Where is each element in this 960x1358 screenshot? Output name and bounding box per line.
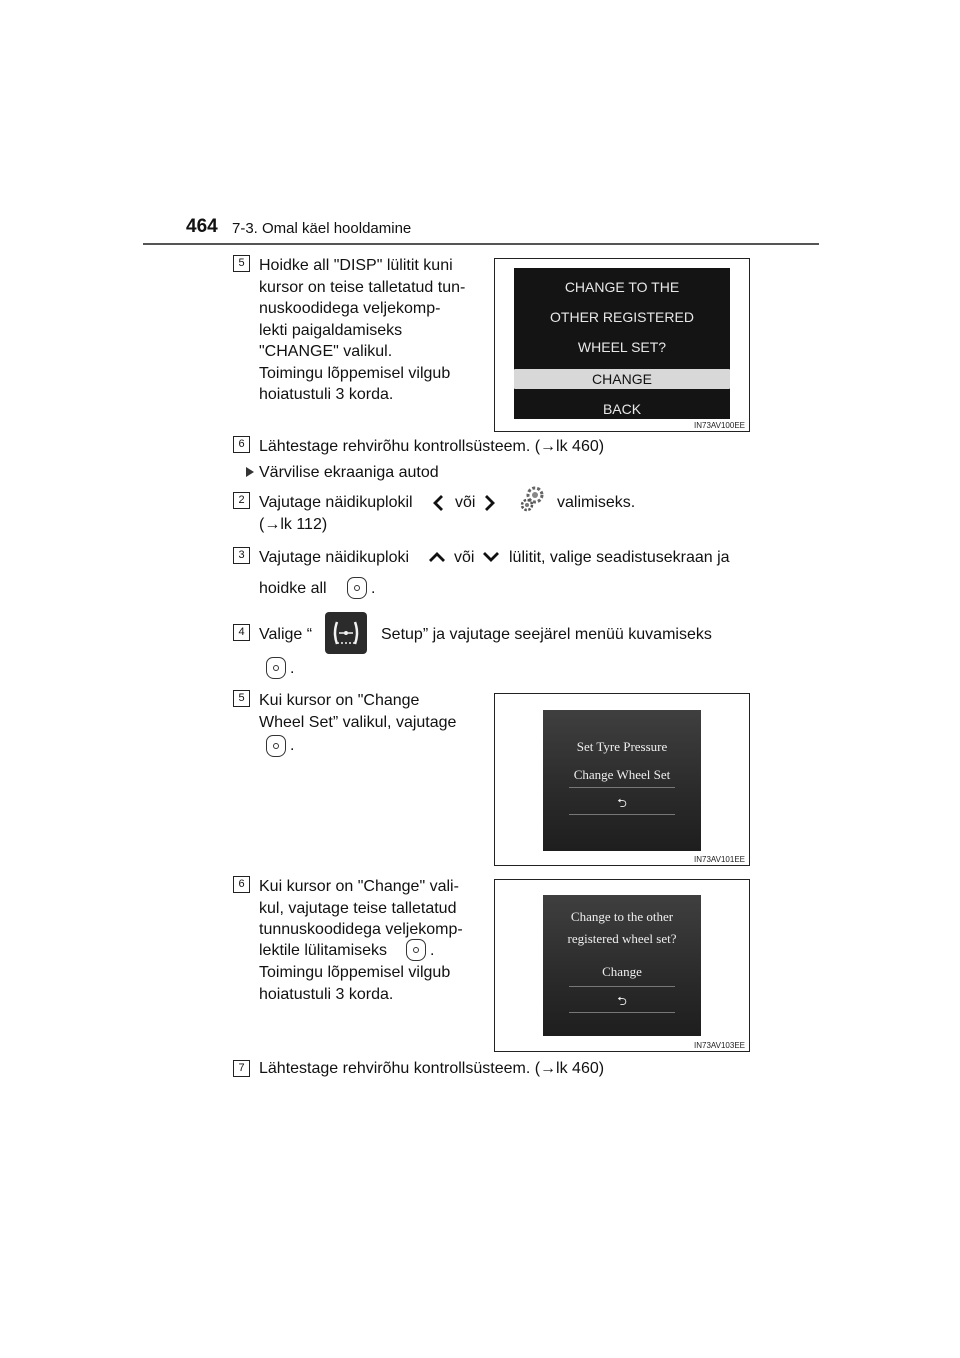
chevron-right-icon xyxy=(485,495,495,511)
dial-button-icon xyxy=(266,657,286,679)
menu-item-set-tyre-pressure: Set Tyre Pressure xyxy=(576,739,668,754)
step-number: 3 xyxy=(233,547,250,564)
display-screen: CHANGE TO THE OTHER REGISTERED WHEEL SET… xyxy=(514,268,730,419)
step-2-ref: (→lk 112) xyxy=(259,516,328,533)
step-3-line2-end: . xyxy=(371,580,376,597)
step-number: 5 xyxy=(233,690,250,707)
step-number: 5 xyxy=(233,255,250,272)
step-5b-end: . xyxy=(290,737,295,754)
screen-line: registered wheel set? xyxy=(567,931,677,946)
dial-button-icon xyxy=(347,577,367,599)
change-option-selected: CHANGE xyxy=(514,369,730,389)
step-6b-line4: lektile lülitamiseks xyxy=(259,942,388,959)
screen-line: OTHER REGISTERED xyxy=(550,309,694,325)
menu-item-change-wheel-set: Change Wheel Set xyxy=(573,767,671,782)
figure-code: IN73AV101EE xyxy=(694,855,745,864)
screen-line: WHEEL SET? xyxy=(577,339,667,355)
display-screen: Change to the other registered wheel set… xyxy=(543,895,701,1036)
dial-button-icon xyxy=(266,735,286,757)
step-5a-text: Hoidke all "DISP" lülitit kuni kursor on… xyxy=(259,257,466,403)
step-6b-text-2: Toimingu lõppemisel vilgub hoiatustuli 3… xyxy=(259,964,451,1003)
change-option: Change xyxy=(602,964,642,979)
step-3-mid: või xyxy=(454,549,475,566)
return-icon: ⮌ xyxy=(617,796,627,810)
step-3-pre: Vajutage näidikuploki xyxy=(259,549,410,566)
step-5b-text: Kui kursor on "Change Wheel Set” valikul… xyxy=(259,692,457,731)
screen-line: CHANGE TO THE xyxy=(564,279,680,295)
section-title: 7-3. Omal käel hooldamine xyxy=(232,220,412,237)
step-number: 6 xyxy=(233,876,250,893)
chevron-left-icon xyxy=(433,495,443,511)
header-divider xyxy=(143,243,819,245)
return-icon: ⮌ xyxy=(617,994,627,1008)
figure-code: IN73AV100EE xyxy=(694,421,745,430)
step-7-text: Lähtestage rehvirõhu kontrollsüsteem. (→… xyxy=(259,1060,605,1077)
step-6b-line4-end: . xyxy=(430,942,435,959)
step-4-post: Setup” ja vajutage seejärel menüü kuvami… xyxy=(381,626,712,643)
step-number: 7 xyxy=(233,1060,250,1077)
bullet-text: Värvilise ekraaniga autod xyxy=(259,464,439,481)
screen-line: Change to the other xyxy=(570,909,674,924)
menu-separator xyxy=(569,814,675,815)
back-option: BACK xyxy=(602,401,642,417)
step-2-post: valimiseks. xyxy=(557,494,636,511)
figure-change-wheel-set-menu: Set Tyre Pressure Change Wheel Set ⮌ IN7… xyxy=(494,693,750,866)
chevron-up-icon xyxy=(429,552,445,562)
tire-pressure-setup-icon xyxy=(325,612,367,654)
menu-separator xyxy=(569,1012,675,1013)
step-6b-text: Kui kursor on "Change" vali- kul, vajuta… xyxy=(259,878,463,938)
menu-separator xyxy=(569,986,675,987)
step-number: 6 xyxy=(233,436,250,453)
figure-change-wheel-set-mono: CHANGE TO THE OTHER REGISTERED WHEEL SET… xyxy=(494,258,750,432)
step-number: 4 xyxy=(233,624,250,641)
step-2-mid: või xyxy=(455,494,476,511)
figure-change-confirm: Change to the other registered wheel set… xyxy=(494,879,750,1052)
step-4-line2: . xyxy=(290,660,295,677)
step-number: 2 xyxy=(233,492,250,509)
step-2-pre: Vajutage näidikuplokil xyxy=(259,494,413,511)
step-3-post: lülitit, valige seadistusekraan ja xyxy=(509,549,730,566)
bullet-arrow-icon xyxy=(246,467,254,477)
gear-icon xyxy=(520,486,544,512)
display-screen: Set Tyre Pressure Change Wheel Set ⮌ xyxy=(543,710,701,851)
step-6a-text: Lähtestage rehvirõhu kontrollsüsteem. (→… xyxy=(259,438,605,455)
figure-code: IN73AV103EE xyxy=(694,1041,745,1050)
dial-button-icon xyxy=(406,939,426,961)
menu-separator xyxy=(569,787,675,788)
chevron-down-icon xyxy=(483,552,499,562)
page-number: 464 xyxy=(186,216,218,237)
step-4-pre: Valige “ xyxy=(259,626,313,643)
step-3-line2: hoidke all xyxy=(259,580,327,597)
